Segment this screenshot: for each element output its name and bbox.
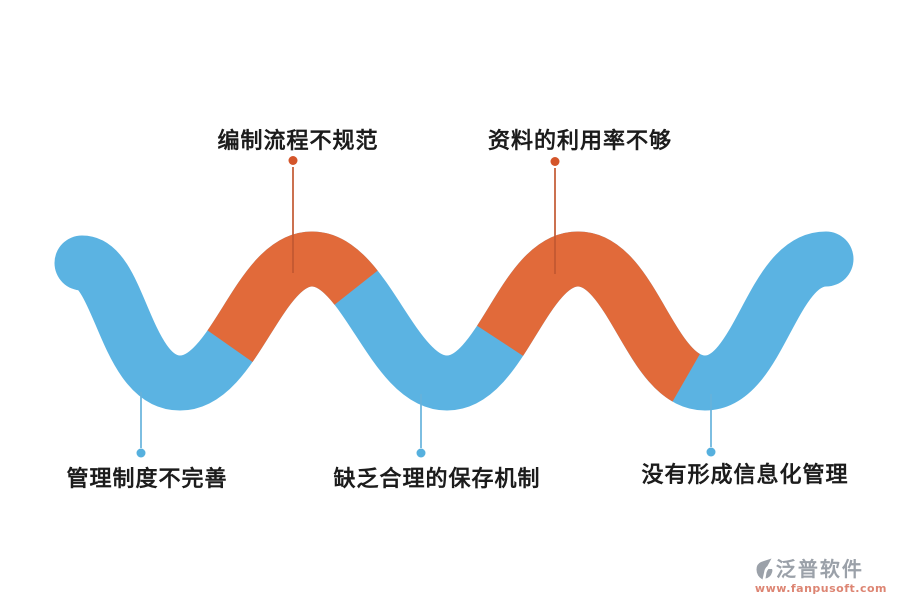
watermark: 泛普软件 www.fanpusoft.com <box>755 557 887 594</box>
watermark-row: 泛普软件 <box>755 557 887 581</box>
connector-dot-bottom-1 <box>136 448 146 458</box>
label-bottom-2: 缺乏合理的保存机制 <box>333 467 541 492</box>
label-top-1: 编制流程不规范 <box>217 129 379 154</box>
connector-top-1 <box>288 156 298 273</box>
watermark-brand: 泛普软件 <box>775 557 864 581</box>
connector-bottom-2 <box>416 394 426 458</box>
wave-ribbon-blue <box>54 231 854 411</box>
connector-top-2 <box>550 157 560 274</box>
connector-bottom-1 <box>136 392 146 458</box>
label-top-2: 资料的利用率不够 <box>487 129 673 154</box>
watermark-url: www.fanpusoft.com <box>754 582 887 595</box>
label-bottom-1: 管理制度不完善 <box>66 467 228 492</box>
connector-dot-bottom-3 <box>706 447 716 457</box>
connector-dot-top-2 <box>550 157 560 166</box>
fanpu-logo-icon <box>756 558 773 580</box>
connector-bottom-3 <box>706 394 716 457</box>
label-bottom-3: 没有形成信息化管理 <box>641 463 849 488</box>
connector-dot-bottom-2 <box>416 448 426 458</box>
connector-dot-top-1 <box>288 156 298 165</box>
